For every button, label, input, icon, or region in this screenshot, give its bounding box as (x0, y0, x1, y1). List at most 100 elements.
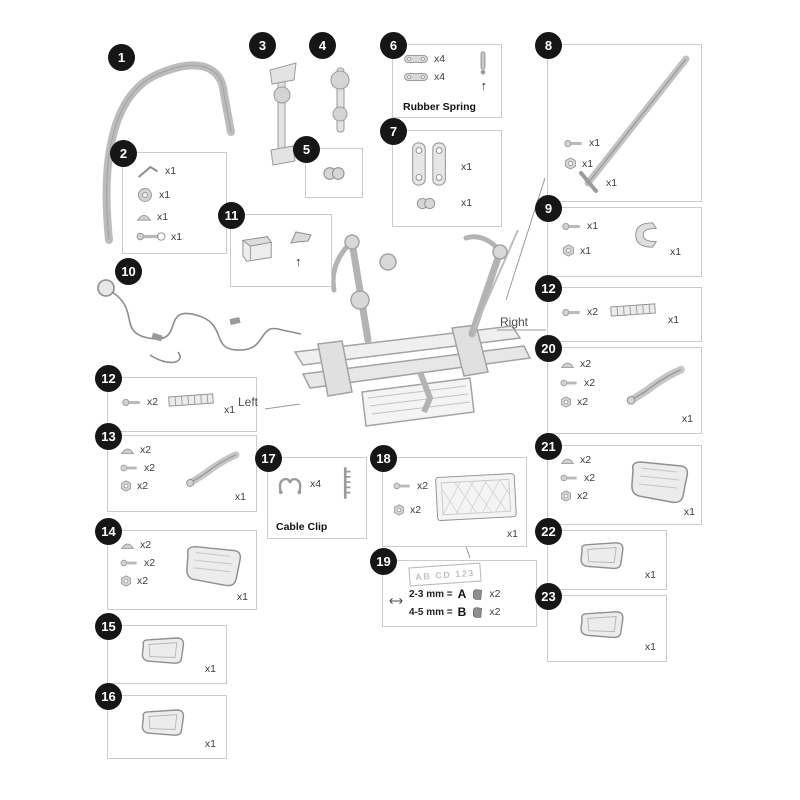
part-qty: x2 (144, 557, 156, 569)
holder-bracket-icon (287, 227, 315, 249)
callout-box-16: 16 x1 (95, 683, 227, 759)
screw-icon (393, 481, 412, 491)
lamp-icon (574, 608, 628, 642)
part-qty: x2 (137, 480, 149, 492)
allen-key-icon (136, 163, 160, 179)
bike-clamp-art (330, 67, 350, 133)
gap-row-b: 4-5 mm = B x2 (409, 605, 500, 619)
reflector-strip-icon (610, 301, 657, 318)
part-qty: x2 (144, 462, 156, 474)
callout-box-5: 5 (293, 136, 363, 198)
strap-holder-icon (239, 231, 277, 265)
bike-arm-holder-art (269, 62, 297, 166)
part-qty: x2 (584, 472, 596, 484)
callout-badge-18: 18 (370, 445, 397, 472)
callout-box-21: 21 x2 x2 x2 x1 (535, 433, 702, 525)
cap-icon (120, 541, 135, 550)
part-item: x2 (560, 358, 595, 370)
callout-badge-9: 9 (535, 195, 562, 222)
part-qty: x1 (580, 244, 592, 257)
part-item: x1 (564, 157, 593, 170)
callout-box-13: 13 x2 x2 x2 x1 (95, 423, 257, 512)
callout-box-12-right: 12 x2 x1 (535, 275, 702, 342)
callout-badge-23: 23 (535, 583, 562, 610)
number-plate-holder-icon (432, 468, 520, 528)
gap-letter-label: A (457, 587, 467, 601)
nut-icon (560, 396, 572, 408)
cap-icon (136, 212, 152, 222)
right-side-label: Right (500, 315, 529, 329)
callout-box-8: 8 x1 x1 x1 (535, 32, 702, 202)
part-item: x2 (393, 504, 421, 516)
part-item: x2 (560, 454, 595, 466)
part-qty: x1 (587, 220, 599, 232)
rack-illustration (293, 229, 532, 427)
part-item: x1 (564, 137, 600, 149)
callout-box-19: 19 AB CD 123 2-3 mm = A x2 4-5 mm = B x2 (370, 548, 537, 627)
part-item: x2 (560, 490, 595, 502)
callout-box-11: 11 ↑ (218, 202, 332, 287)
nut-icon (564, 157, 577, 170)
nut-icon (393, 504, 405, 516)
callout-box-12-left: 12 x2 x1 (95, 365, 257, 432)
part-qty: x2 (584, 377, 596, 389)
part-item: x2 (120, 557, 155, 569)
lamp-housing-icon (625, 454, 693, 508)
part-qty: x2 (140, 539, 152, 551)
part-item: x2 (120, 575, 155, 587)
screw-icon (564, 138, 584, 149)
number-plate: AB CD 123 (408, 562, 482, 587)
callout-box-22: 22 x1 (535, 518, 667, 590)
up-arrow-icon: ↑ (480, 78, 488, 93)
callout-badge-10: 10 (115, 258, 142, 285)
part-qty: x4 (434, 71, 446, 83)
part-qty: x1 (670, 246, 682, 258)
part-item: x2 (562, 306, 598, 318)
frame-bar-art (102, 61, 235, 244)
lamp-bracket-icon (184, 446, 242, 490)
screw-icon (120, 463, 139, 473)
callout-badge-1: 1 (108, 44, 135, 71)
cap-icon (560, 456, 575, 465)
wiring-harness-art (97, 279, 302, 364)
part-qty: x1 (159, 189, 171, 201)
part-qty: x2 (587, 306, 599, 318)
gap-measure-icon (388, 593, 404, 609)
part-qty: x1 (644, 569, 656, 581)
callout-badge-11: 11 (218, 202, 245, 229)
callout-box-7: 7 x1 x1 (380, 118, 502, 227)
part-qty: x1 (582, 157, 594, 170)
screw-icon (562, 221, 582, 232)
part-item: x1 (562, 220, 598, 232)
bolt-washer-icon (136, 230, 166, 243)
part-qty: x1 (236, 591, 248, 603)
callout-badge-17: 17 (255, 445, 282, 472)
part-qty: x1 (644, 641, 656, 653)
part-qty: x2 (410, 504, 422, 516)
buckle-knuckle-icon (415, 195, 437, 212)
part-qty: x1 (589, 137, 601, 149)
part-qty: x2 (140, 444, 152, 456)
part-item: x1 (562, 244, 591, 257)
up-arrow-icon: ↑ (295, 254, 302, 269)
support-arm-icon (579, 55, 690, 193)
part-item: x1 (136, 211, 218, 223)
part-item: x2 (560, 472, 595, 484)
part-qty: x1 (204, 738, 216, 750)
clip-b-icon (471, 606, 484, 619)
part-qty: x2 (489, 606, 501, 618)
part-item: x2 (120, 462, 155, 474)
knob-icon (136, 186, 154, 204)
rubber-spring-label: Rubber Spring (403, 101, 476, 113)
gap-letter-label: B (457, 605, 467, 619)
part-qty: x2 (577, 396, 589, 408)
gap-range-label: 4-5 mm = (409, 606, 453, 618)
callout-badge-14: 14 (95, 518, 122, 545)
part-qty: x1 (171, 230, 183, 243)
clip-a-icon (471, 588, 484, 601)
callout-badge-16: 16 (95, 683, 122, 710)
cap-icon (560, 360, 575, 369)
part-qty: x1 (157, 211, 169, 223)
part-qty: x1 (506, 528, 518, 540)
